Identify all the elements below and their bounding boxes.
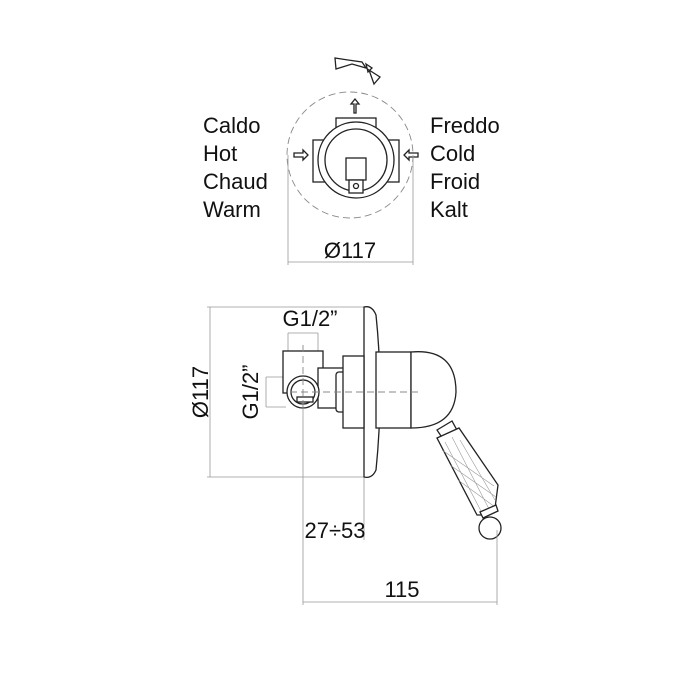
thread-dimensions: G1/2” G1/2” <box>238 306 338 420</box>
depth-range-label: 27÷53 <box>304 518 365 543</box>
outlet-arrow-icon <box>349 97 361 114</box>
cold-label-de: Kalt <box>430 197 468 222</box>
side-diameter-label: Ø117 <box>188 366 213 418</box>
thread-side-label: G1/2” <box>238 364 263 419</box>
top-view: Caldo Hot Chaud Warm Freddo Cold Froid K… <box>203 57 500 265</box>
mixer-side-body <box>282 306 502 540</box>
length-dimension: 115 <box>303 530 498 605</box>
hot-inlet-arrow-icon <box>293 148 309 162</box>
thread-top-label: G1/2” <box>282 306 337 331</box>
hot-label-it: Caldo <box>203 113 260 138</box>
lever-sphere <box>410 351 457 429</box>
valve-body-top <box>312 117 400 199</box>
depth-dimension: 27÷53 <box>302 408 366 605</box>
cold-labels: Freddo Cold Froid Kalt <box>430 113 500 222</box>
cold-inlet-arrow-icon <box>403 148 419 162</box>
hot-label-fr: Chaud <box>203 169 268 194</box>
side-diameter-dimension: Ø117 <box>188 306 365 478</box>
shower-head-icon <box>334 57 381 86</box>
crystal-lever-handle <box>436 420 502 540</box>
collar <box>375 351 412 429</box>
valve-block <box>342 355 365 429</box>
hot-labels: Caldo Hot Chaud Warm <box>203 113 268 222</box>
hot-label-de: Warm <box>203 197 261 222</box>
top-diameter-dimension: Ø117 <box>287 155 414 265</box>
top-diameter-label: Ø117 <box>324 238 376 263</box>
hot-label-en: Hot <box>203 141 237 166</box>
cold-label-fr: Froid <box>430 169 480 194</box>
cold-label-it: Freddo <box>430 113 500 138</box>
length-label: 115 <box>384 577 419 602</box>
side-view: Ø117 G1/2” G1/2” <box>188 306 502 605</box>
cold-label-en: Cold <box>430 141 475 166</box>
